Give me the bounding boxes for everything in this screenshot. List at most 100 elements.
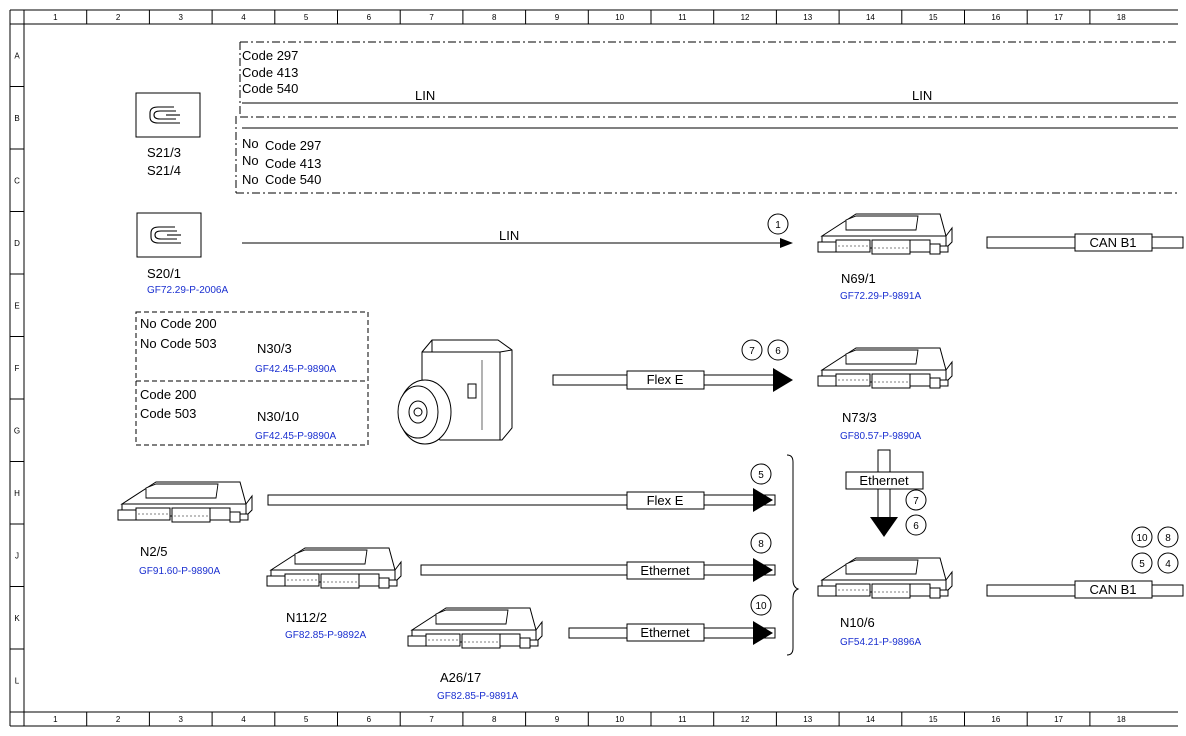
ethernet-label-a26: Ethernet: [640, 625, 690, 640]
row-label: A: [14, 51, 20, 60]
arrow-head-n2: [753, 488, 773, 512]
a26-group: A26/17 GF82.85-P-9891A Ethernet 10: [407, 594, 776, 702]
n10-name: N10/6: [840, 615, 875, 630]
ref-circle-6b-label: 6: [913, 521, 919, 532]
column-label: 17: [1054, 13, 1063, 22]
lin-label-right: LIN: [912, 88, 932, 103]
arrow-head-a26: [753, 621, 773, 645]
n112-group: N112/2 GF82.85-P-9892A Ethernet 8: [266, 532, 776, 641]
flexe-bus-n2: [267, 494, 776, 506]
column-label: 13: [803, 13, 812, 22]
n112-ecu-icon: [266, 547, 402, 589]
ref-circle-8b-label: 8: [1165, 533, 1171, 544]
code-540-label: Code 540: [242, 81, 298, 96]
no-code-200-label: No Code 200: [140, 316, 217, 331]
flexe-label-box-n30: [626, 370, 705, 390]
n3010-ref: GF42.45-P-9890A: [255, 431, 336, 442]
a26-ref: GF82.85-P-9891A: [437, 691, 518, 702]
column-label: 2: [116, 715, 121, 724]
n112-ref: GF82.85-P-9892A: [285, 630, 366, 641]
n2-group: N2/5 GF91.60-P-9890A Flex E 5: [117, 463, 776, 577]
column-label: 11: [678, 715, 687, 724]
ethernet-label-n112: Ethernet: [640, 563, 690, 578]
ref-circle-10a-label: 10: [755, 601, 767, 612]
drawing-frame: [9, 9, 1178, 727]
row-label: B: [14, 114, 19, 123]
n2-name: N2/5: [140, 544, 167, 559]
column-label: 5: [304, 13, 309, 22]
column-label: 12: [741, 13, 750, 22]
ref-circle-5b: [1131, 552, 1153, 574]
n69-ecu-icon: [817, 213, 953, 255]
ref-circle-1: [767, 213, 789, 235]
can-label-n10: CAN B1: [1090, 582, 1137, 597]
column-label: 14: [866, 715, 875, 724]
n73-name: N73/3: [842, 410, 877, 425]
hydraulic-unit-icon: [397, 339, 513, 445]
column-label: 8: [492, 715, 497, 724]
n10-ref: GF54.21-P-9896A: [840, 637, 921, 648]
column-label: 4: [241, 13, 246, 22]
column-label: 14: [866, 13, 875, 22]
column-label: 16: [991, 13, 1000, 22]
flexe-label-n30: Flex E: [647, 372, 684, 387]
n3010-name: N30/10: [257, 409, 299, 424]
a26-ecu-icon: [407, 607, 543, 649]
grouping-brace: [786, 454, 800, 656]
code-297-label: Code 297: [242, 48, 298, 63]
column-label: 2: [116, 13, 121, 22]
s20-group: S20/1 GF72.29-P-2006A LIN 1: [136, 212, 793, 296]
n10-group: N10/6 GF54.21-P-9896A CAN B1 10 8 5 4: [817, 526, 1184, 648]
n69-group: N69/1 GF72.29-P-9891A CAN B1: [817, 213, 1184, 302]
switch-name-s21-3: S21/3: [147, 145, 181, 160]
switch-s21-icon: [135, 92, 201, 138]
s20-name: S20/1: [147, 266, 181, 281]
arrow-head-n30: [773, 368, 793, 392]
column-label: 5: [304, 715, 309, 724]
ref-circle-7a: [741, 339, 763, 361]
column-label: 10: [615, 715, 624, 724]
column-label: 6: [367, 13, 372, 22]
ref-circle-4b-label: 4: [1165, 559, 1171, 570]
no-prefix-413: No: [242, 153, 259, 168]
can-label-n69: CAN B1: [1090, 235, 1137, 250]
n2-ecu-icon: [117, 481, 253, 523]
n73-ecu-icon: [817, 347, 953, 389]
no-code-413-label: Code 413: [265, 156, 321, 171]
ref-circle-5b-label: 5: [1139, 559, 1145, 570]
column-tick-marks: 1122334455667788991010111112121313141415…: [23, 10, 1126, 726]
flexe-label-n2: Flex E: [647, 493, 684, 508]
ethernet-label-box-n112: [626, 561, 705, 580]
no-code-297-label: Code 297: [265, 138, 321, 153]
code-dashed-box: [235, 41, 1178, 194]
row-label: J: [15, 551, 19, 560]
n303-name: N30/3: [257, 341, 292, 356]
column-label: 9: [555, 715, 560, 724]
s20-ref: GF72.29-P-2006A: [147, 285, 228, 296]
ref-circle-6a: [767, 339, 789, 361]
can-label-box-n10: [1074, 580, 1153, 599]
column-label: 8: [492, 13, 497, 22]
n69-ref: GF72.29-P-9891A: [840, 291, 921, 302]
row-label: H: [14, 489, 20, 498]
column-label: 15: [929, 715, 938, 724]
column-label: 1: [53, 715, 58, 724]
column-label: 10: [615, 13, 624, 22]
ref-circle-1-label: 1: [775, 220, 781, 231]
n303-ref: GF42.45-P-9890A: [255, 364, 336, 375]
ethernet-label-vertical: Ethernet: [859, 473, 909, 488]
ref-circle-6b: [905, 514, 927, 536]
column-label: 4: [241, 715, 246, 724]
column-label: 3: [179, 13, 184, 22]
column-label: 9: [555, 13, 560, 22]
n2-ref: GF91.60-P-9890A: [139, 566, 220, 577]
column-label: 16: [991, 715, 1000, 724]
ref-circle-6a-label: 6: [775, 346, 781, 357]
n112-name: N112/2: [286, 610, 327, 625]
row-label: G: [14, 426, 20, 435]
no-prefix-540: No: [242, 172, 259, 187]
column-label: 6: [367, 715, 372, 724]
column-label: 18: [1117, 13, 1126, 22]
ref-circle-7b: [905, 489, 927, 511]
